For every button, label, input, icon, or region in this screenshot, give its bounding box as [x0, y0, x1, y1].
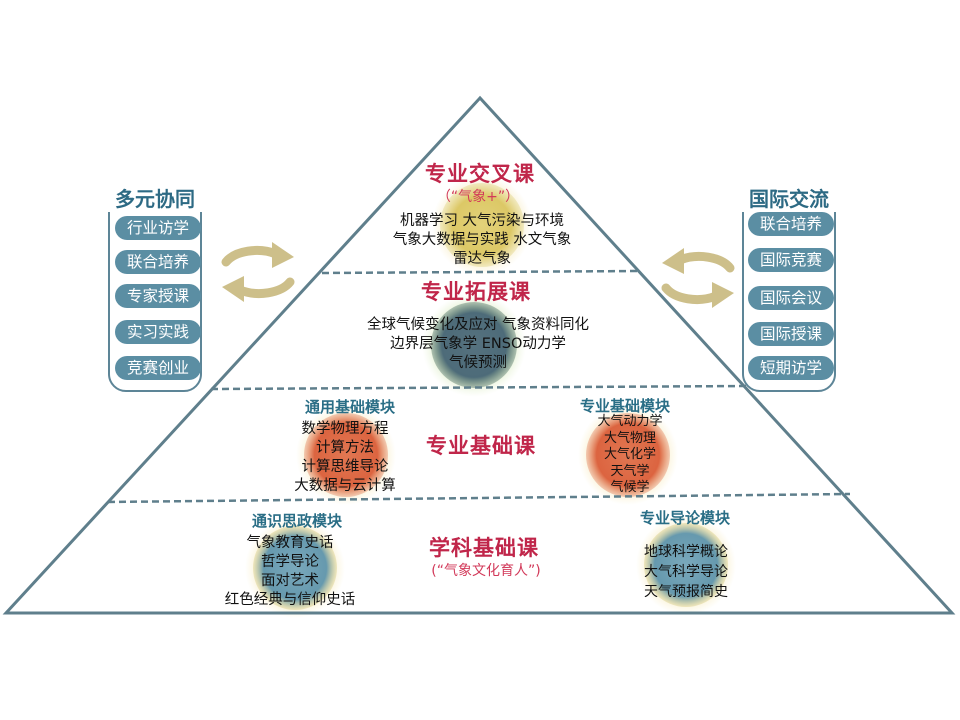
pyramid-outline	[2, 95, 956, 615]
list-item: 数学物理方程	[301, 421, 389, 437]
divider-extension-foundation	[210, 384, 750, 391]
list-item: 大气化学	[603, 447, 657, 462]
cross-tier-title: 专业交叉课	[425, 162, 535, 186]
discipline-tier-title: 学科基础课	[429, 536, 539, 560]
list-item: 天气学	[610, 463, 650, 479]
intro-module-title: 专业导论模块	[639, 509, 731, 527]
divider-cross-extension	[321, 269, 639, 275]
right-pill-item: 国际竞赛	[748, 248, 834, 272]
ideology-module-title: 通识思政模块	[251, 512, 343, 530]
general-basic-course-list: 数学物理方程 计算方法 计算思维导论 大数据与云计算	[294, 420, 396, 496]
list-item: 雷达气象	[452, 251, 511, 267]
list-item: 天气预报简史	[644, 584, 728, 600]
discipline-tier-subtitle: (“气象文化育人”)	[431, 563, 541, 579]
major-basic-circle	[586, 413, 670, 497]
list-item: 面对艺术	[261, 573, 319, 589]
list-item: 大气物理	[603, 430, 657, 446]
left-pill-item: 竞赛创业	[115, 356, 201, 380]
list-item: 大数据与云计算	[294, 478, 396, 494]
intro-course-list: 地球科学概论 大气科学导论 天气预报简史	[644, 542, 728, 602]
list-item: 哲学导论	[261, 554, 319, 570]
major-basic-course-list: 大气动力学 大气物理 大气化学 天气学 气候学	[597, 414, 662, 497]
list-item: 红色经典与信仰史话	[224, 592, 356, 608]
major-basic-module-title: 专业基础模块	[579, 397, 671, 415]
ideology-circle	[253, 526, 337, 610]
left-cycle-arrows-icon	[221, 242, 295, 302]
divider-foundation-discipline	[107, 492, 851, 504]
left-panel-title: 多元协同	[97, 183, 213, 212]
foundation-tier-title: 专业基础课	[426, 434, 536, 458]
general-basic-module-title: 通用基础模块	[304, 398, 396, 416]
extension-tier-title: 专业拓展课	[421, 280, 531, 304]
right-panel-title: 国际交流	[731, 183, 847, 212]
ideology-course-list: 气象教育史话 哲学导论 面对艺术 红色经典与信仰史话	[225, 534, 356, 610]
list-item: 全球气候变化及应对 气象资料同化	[366, 317, 590, 333]
list-item: 机器学习 大气污染与环境	[399, 213, 565, 229]
list-item: 气候预测	[448, 355, 507, 371]
right-pill-item: 国际会议	[748, 286, 834, 310]
general-basic-circle	[304, 413, 388, 497]
cross-tier-subtitle: （“气象+”）	[436, 189, 520, 205]
right-pill-item: 短期访学	[748, 356, 834, 380]
cross-course-list: 机器学习 大气污染与环境 气象大数据与实践 水文气象 雷达气象	[393, 212, 572, 269]
left-pill-item: 联合培养	[115, 250, 201, 274]
left-pill-item: 实习实践	[115, 320, 201, 344]
extension-course-circle	[431, 302, 517, 388]
cross-course-circle	[440, 183, 524, 267]
list-item: 计算思维导论	[301, 459, 389, 475]
list-item: 边界层气象学 ENSO动力学	[390, 336, 566, 352]
list-item: 大气科学导论	[644, 564, 728, 580]
right-cycle-arrows-icon	[661, 248, 735, 308]
extension-course-list: 全球气候变化及应对 气象资料同化 边界层气象学 ENSO动力学 气候预测	[367, 316, 589, 373]
list-item: 气候学	[610, 480, 650, 495]
left-pill-item: 专家授课	[115, 284, 201, 308]
list-item: 大气动力学	[597, 414, 663, 429]
left-pill-item: 行业访学	[115, 216, 201, 240]
list-item: 气象大数据与实践 水文气象	[392, 232, 572, 248]
right-pill-item: 国际授课	[748, 322, 834, 346]
intro-circle	[644, 523, 728, 607]
list-item: 地球科学概论	[644, 544, 728, 560]
list-item: 气象教育史话	[246, 535, 334, 551]
list-item: 计算方法	[316, 440, 374, 456]
right-pill-item: 联合培养	[748, 212, 834, 236]
